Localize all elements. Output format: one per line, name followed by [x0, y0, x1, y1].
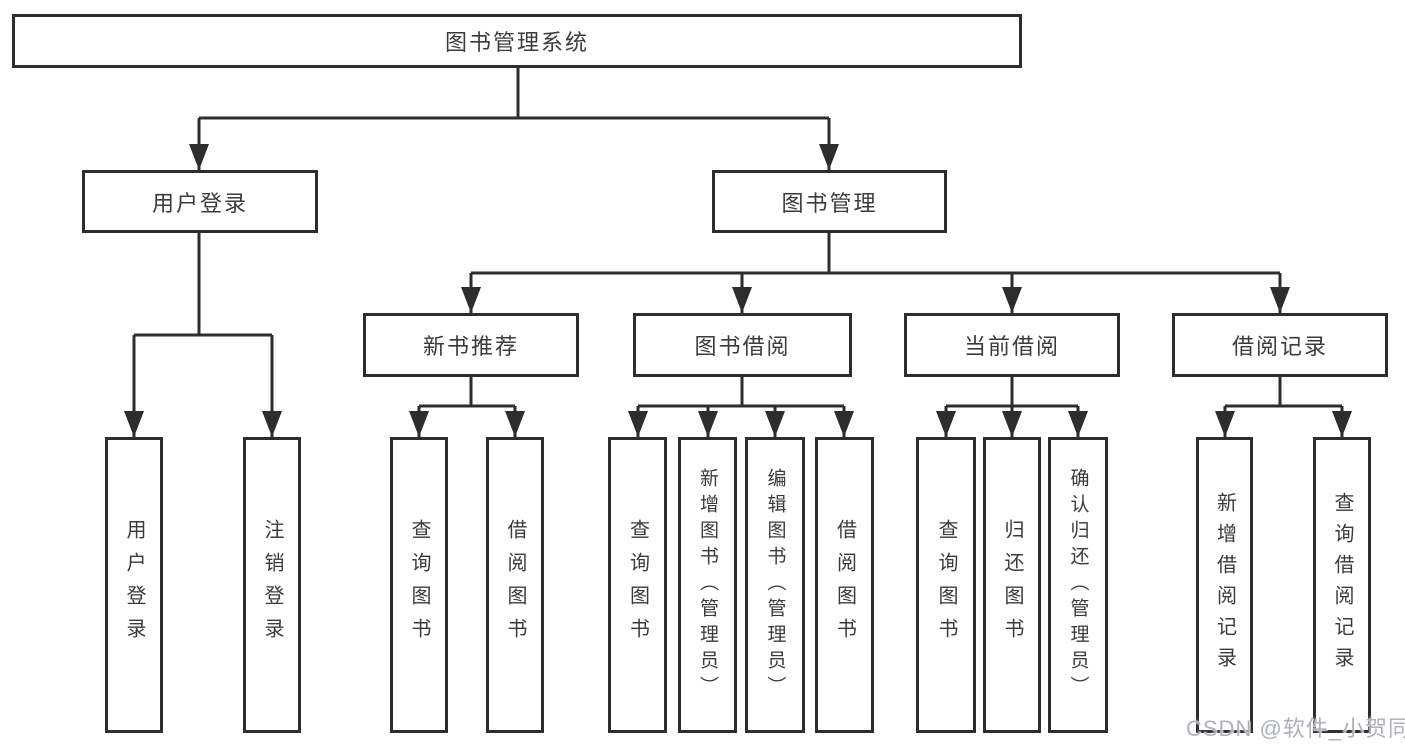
leaf-edit-books-admin: 编辑图书（管理员） [745, 437, 805, 733]
node-label: 图书管理 [781, 190, 878, 216]
node-label: 借阅图书 [504, 519, 526, 651]
leaf-add-books-admin: 新增图书（管理员） [678, 437, 737, 733]
node-label: 编辑图书（管理员） [764, 468, 786, 702]
node-label: 确认归还（管理员） [1067, 468, 1089, 702]
node-user-login: 用户登录 [82, 170, 318, 233]
leaf-query-borrowing-record: 查询借阅记录 [1313, 437, 1371, 733]
node-label: 用户登录 [123, 519, 145, 651]
node-label: 归还图书 [1001, 519, 1023, 651]
leaf-logout: 注销登录 [243, 437, 301, 733]
node-label: 查询图书 [626, 519, 649, 651]
node-label: 新书推荐 [422, 334, 519, 359]
leaf-add-borrowing-record: 新增借阅记录 [1196, 437, 1253, 733]
leaf-borrow-books-recommend: 借阅图书 [486, 437, 544, 733]
node-label: 借阅图书 [833, 519, 856, 651]
tree-edges [132, 68, 1344, 437]
node-current-borrowing: 当前借阅 [904, 313, 1120, 377]
node-label: 图书借阅 [694, 334, 791, 359]
node-label: 新增图书（管理员） [697, 468, 718, 702]
node-label: 查询图书 [408, 519, 430, 651]
node-label: 用户登录 [151, 190, 248, 216]
leaf-query-books-borrowing: 查询图书 [608, 437, 667, 733]
leaf-query-books-current: 查询图书 [916, 437, 976, 733]
node-label: 查询图书 [935, 519, 957, 651]
leaf-return-books: 归还图书 [983, 437, 1041, 733]
node-new-book-recommendation: 新书推荐 [363, 313, 579, 377]
node-label: 借阅记录 [1231, 334, 1328, 359]
node-borrowing-records: 借阅记录 [1172, 313, 1388, 377]
node-label: 注销登录 [261, 519, 283, 651]
node-book-management: 图书管理 [712, 170, 947, 233]
csdn-watermark: CSDN @软件_小贺同学 [1186, 716, 1405, 741]
leaf-confirm-return-admin: 确认归还（管理员） [1048, 437, 1108, 733]
leaf-user-login: 用户登录 [105, 437, 163, 733]
node-root-library-management-system: 图书管理系统 [12, 14, 1022, 68]
leaf-borrow-books: 借阅图书 [815, 437, 874, 733]
node-label: 新增借阅记录 [1213, 492, 1236, 678]
node-label: 当前借阅 [963, 334, 1060, 359]
leaf-query-books-recommend: 查询图书 [390, 437, 448, 733]
arrowheads [124, 144, 1352, 437]
node-book-borrowing: 图书借阅 [633, 313, 852, 377]
node-label: 查询借阅记录 [1331, 492, 1353, 678]
node-label: 图书管理系统 [444, 30, 589, 55]
